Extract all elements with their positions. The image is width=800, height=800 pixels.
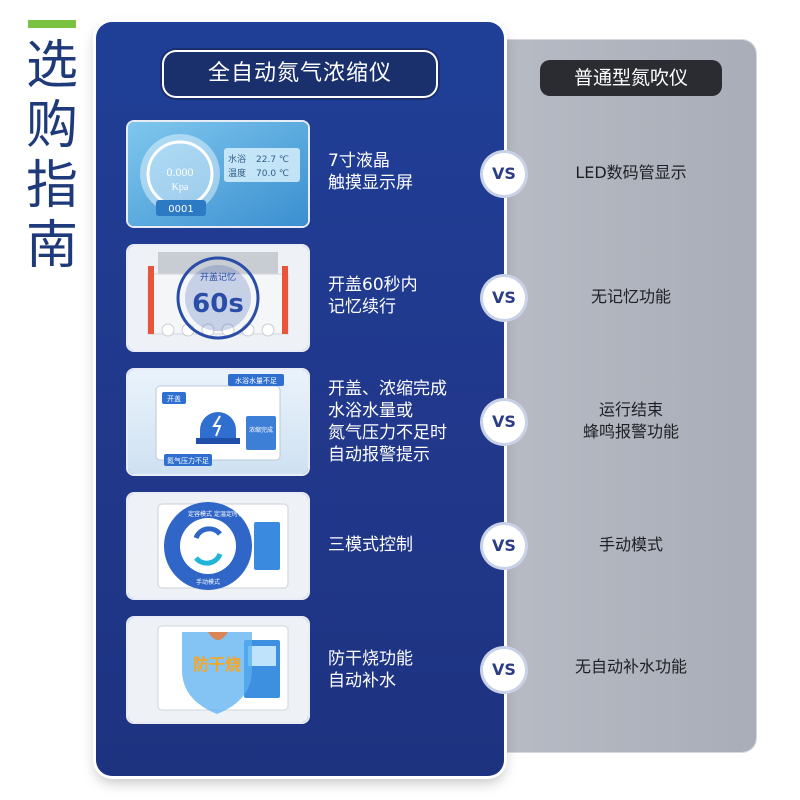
water-bath-label: 水浴 [228,153,246,165]
memory-image: 开盖记忆 60s [128,246,308,350]
vs-badge: VS [483,525,525,567]
anti-dry-burn-label: 防干烧 [193,655,241,674]
three-mode-image: 定容模式 定温定时模式 手动模式 [128,494,308,598]
vs-badge: VS [483,153,525,195]
competitor-feature: 运行结束 蜂鸣报警功能 [582,400,679,441]
vs-badge: VS [483,277,525,319]
page-title-char: 指 [25,156,78,216]
product-feature: 开盖60秒内 记忆续行 [328,275,418,317]
product-panel: 全自动氮气浓缩仪 0.000 Kpa 水浴 温度 22.7 ℃ 70.0 ℃ 0… [96,22,525,776]
timer-readout: 0001 [168,204,193,215]
competitor-feature: 无记忆功能 [590,287,671,306]
product-title: 全自动氮气浓缩仪 [164,52,436,96]
mode-volume-label: 定容模式 [188,510,212,518]
alarm-image: 水浴水量不足 开盖 浓缩完成 氮气压力不足 [128,370,308,474]
competitor-title: 普通型氮吹仪 [540,60,722,96]
vs-badge: VS [483,401,525,443]
mode-manual-label: 手动模式 [196,578,220,586]
nitrogen-low-tag: 氮气压力不足 [167,456,209,465]
competitor-feature: 无自动补水功能 [574,657,687,676]
page-title-char: 购 [25,96,78,156]
lid-open-tag: 开盖 [167,394,181,403]
page-title-char: 选 [25,36,78,96]
product-feature: 三模式控制 [328,535,413,555]
page-title: 选 购 指 南 [20,36,84,276]
mode-timer-label: 定温定时模式 [214,510,250,518]
vs-badge: VS [483,649,525,691]
pressure-readout: 0.000 [167,165,194,179]
product-feature: 防干烧功能 自动补水 [328,649,413,691]
anti-dry-burn-image: 防干烧 [128,618,308,722]
concentration-done-tag: 浓缩完成 [249,426,273,434]
temperature-set: 70.0 ℃ [256,169,289,179]
memory-seconds: 60s [192,289,244,319]
water-low-tag: 水浴水量不足 [235,376,277,385]
product-feature: 开盖、浓缩完成 水浴水量或 氮气压力不足时 自动报警提示 [328,379,447,465]
temperature-current: 22.7 ℃ [256,155,289,165]
touchscreen-image: 0.000 Kpa 水浴 温度 22.7 ℃ 70.0 ℃ 0001 [128,122,308,226]
page-title-char: 南 [25,216,78,276]
competitor-panel: 普通型氮吹仪 LED数码管显示 无记忆功能 运行结束 蜂鸣报警功能 手动模式 无… [466,40,756,752]
accent-bar [28,20,76,28]
temperature-label: 温度 [228,167,246,179]
product-feature: 7寸液晶 触摸显示屏 [328,151,413,193]
competitor-feature: LED数码管显示 [575,163,687,182]
memory-label: 开盖记忆 [200,271,236,283]
pressure-unit: Kpa [172,182,189,193]
competitor-feature: 手动模式 [598,535,663,554]
